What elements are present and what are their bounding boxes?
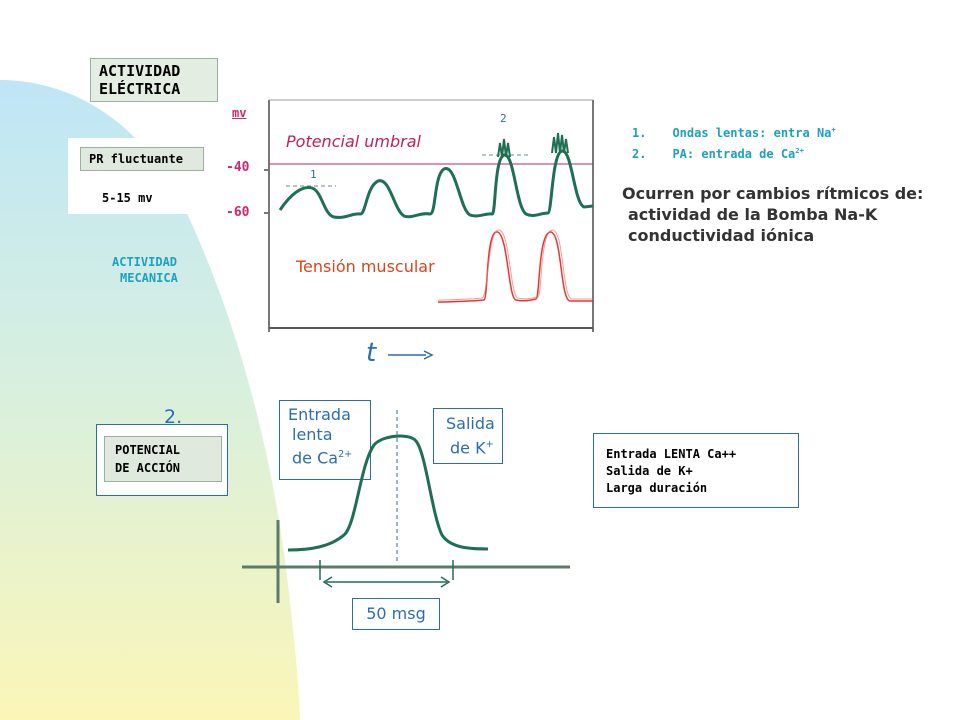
summary-line3: Larga duración xyxy=(606,481,708,495)
mechanical-line1: ACTIVIDAD xyxy=(112,255,178,269)
electrical-title-line2: ELÉCTRICA xyxy=(99,80,181,98)
tick-minus40: -40 xyxy=(226,160,250,175)
phase-item-2-number: 2. xyxy=(632,147,647,161)
causes-text: Ocurren por cambios rítmicos de: activid… xyxy=(622,183,923,246)
section-number: 2. xyxy=(164,406,183,428)
tension-label: Tensión muscular xyxy=(296,257,435,276)
range-label: 5-15 mv xyxy=(102,191,153,205)
marker-1: 1 xyxy=(310,168,317,181)
cause-line2: actividad de la Bomba Na-K xyxy=(628,205,878,224)
spike-cluster-2 xyxy=(551,132,569,154)
exit-line2: de K xyxy=(450,438,486,458)
threshold-label: Potencial umbral xyxy=(286,132,421,151)
electrical-activity-label: ACTIVIDAD ELÉCTRICA xyxy=(90,58,218,102)
muscle-tension-trace xyxy=(437,231,593,303)
spike-cluster-1 xyxy=(497,138,511,158)
summary-box: Entrada LENTA Ca++ Salida de K+ Larga du… xyxy=(593,433,799,508)
time-arrow-icon xyxy=(388,350,434,360)
duration-arrow-left-icon xyxy=(322,576,333,588)
exit-sup: + xyxy=(485,439,494,450)
unit-label: mv xyxy=(232,106,247,120)
action-potential-graph xyxy=(242,410,570,603)
mechanical-line2: MECANICA xyxy=(120,271,178,285)
action-potential-trace xyxy=(287,434,489,552)
phase-item-1-text: Ondas lentas: entra Na xyxy=(672,126,832,140)
potassium-exit-box: Salida de K+ xyxy=(433,408,503,464)
ap-label-line2: DE ACCIÓN xyxy=(115,461,181,475)
entry-line1: Entrada xyxy=(288,405,351,424)
phase-item-1-number: 1. xyxy=(632,126,647,140)
phase-item-2: 2. PA: entrada de Ca2+ xyxy=(632,142,836,163)
entry-line3: de Ca xyxy=(292,448,339,468)
muscle-tension-trace-echo xyxy=(437,229,593,301)
entry-sup: 2+ xyxy=(338,449,353,460)
phase-item-1-sup: + xyxy=(831,125,836,134)
rhythm-graph xyxy=(264,99,594,332)
exit-line1: Salida xyxy=(446,414,495,433)
summary-line2: Salida de K+ xyxy=(606,464,693,478)
marker-2: 2 xyxy=(500,112,507,125)
calcium-entry-box: Entrada lenta de Ca2+ xyxy=(279,400,371,480)
cause-line1: Ocurren por cambios rítmicos de: xyxy=(622,184,924,203)
electrical-title-line1: ACTIVIDAD xyxy=(99,62,181,80)
summary-line1: Entrada LENTA Ca++ xyxy=(606,447,737,461)
phase-item-1: 1. Ondas lentas: entra Na+ xyxy=(632,121,836,142)
duration-box: 50 msg xyxy=(352,598,440,630)
membrane-potential-trace xyxy=(278,149,594,219)
action-potential-label: POTENCIAL DE ACCIÓN xyxy=(104,436,222,482)
pr-fluctuating-label: PR fluctuante xyxy=(80,147,204,171)
tick-minus60: -60 xyxy=(226,205,250,220)
mechanical-activity-label: ACTIVIDAD MECANICA xyxy=(112,254,178,286)
cause-line3: conductividad iónica xyxy=(628,226,815,245)
phase-list: 1. Ondas lentas: entra Na+ 2. PA: entrada … xyxy=(632,121,836,163)
phase-item-2-text: PA: entrada de Ca xyxy=(672,147,796,161)
time-label: t xyxy=(366,338,377,368)
entry-line2: lenta xyxy=(292,425,333,444)
ap-label-line1: POTENCIAL xyxy=(115,443,181,457)
duration-arrow-right-icon xyxy=(440,576,451,588)
phase-item-2-sup: 2+ xyxy=(795,146,804,155)
